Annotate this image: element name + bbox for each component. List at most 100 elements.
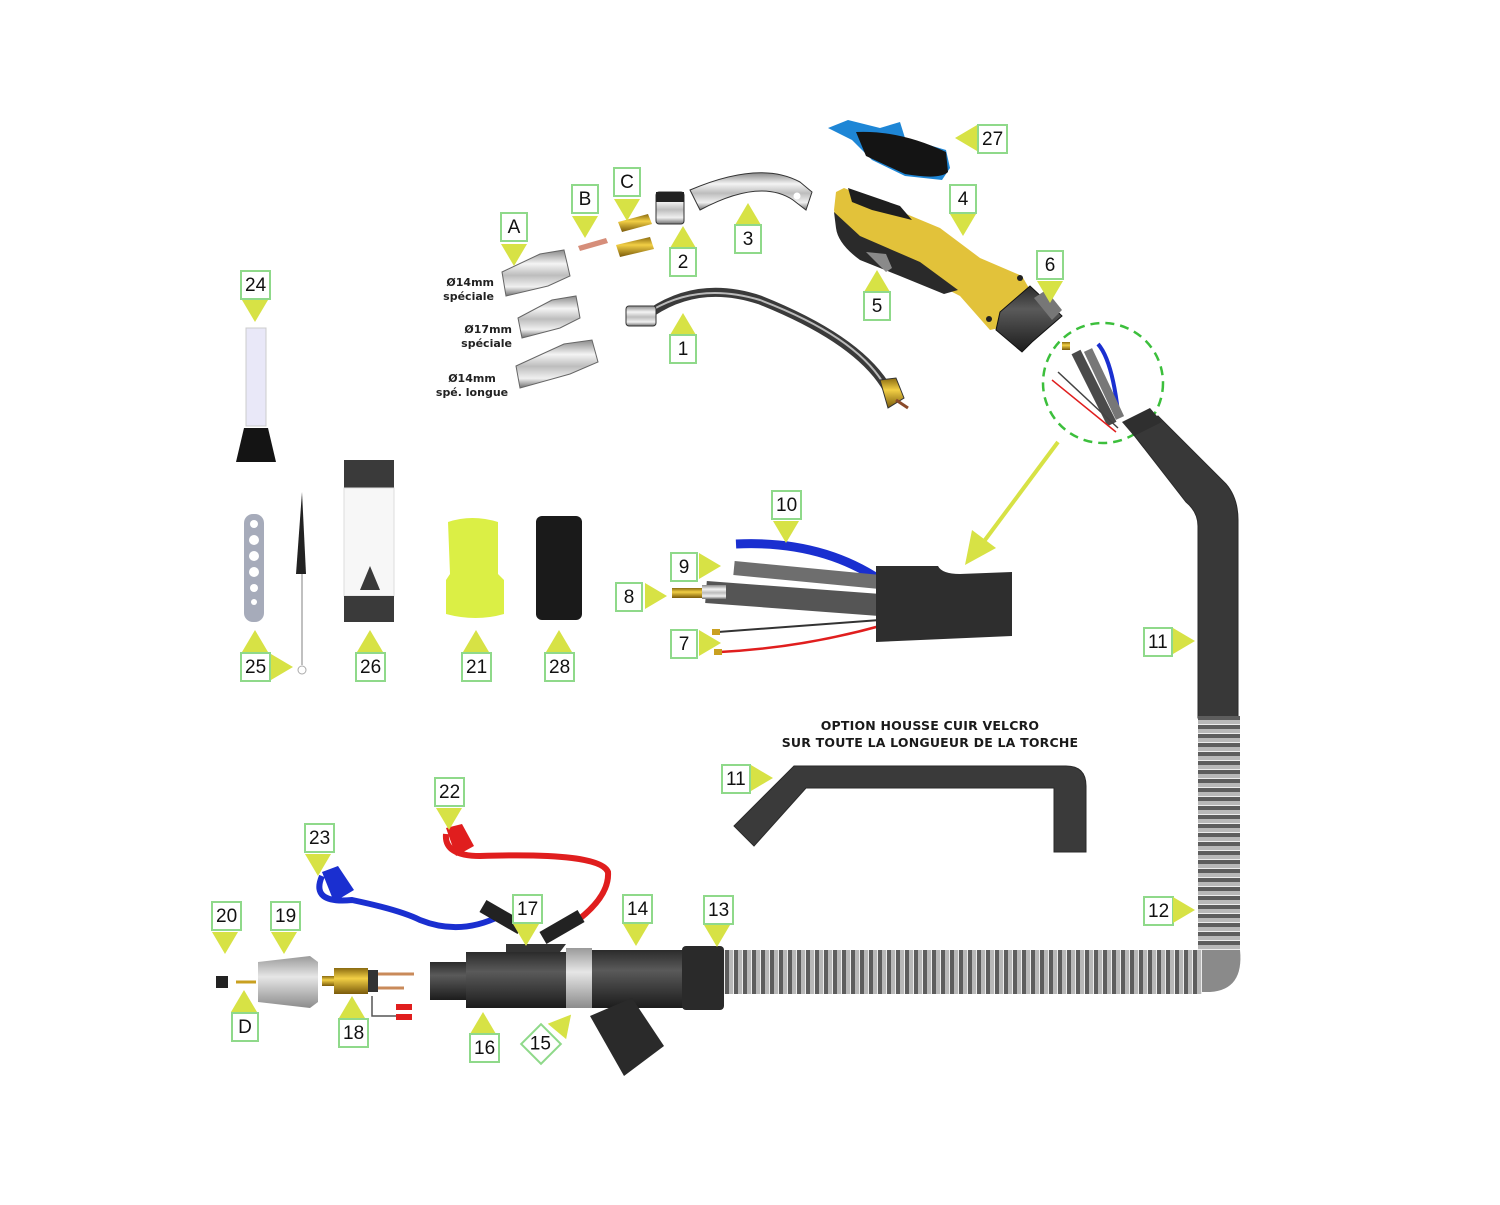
callout-27: 27 <box>977 124 1009 154</box>
callout-24: 24 <box>240 270 272 300</box>
pointer-11-option <box>751 765 773 791</box>
part-21-adapter <box>446 518 504 618</box>
part-20-cap <box>216 976 228 988</box>
callout-3: 3 <box>734 224 762 254</box>
callout-2: 2 <box>669 247 697 277</box>
part-19-knurled-nut <box>258 956 318 1008</box>
pointer-21 <box>463 630 489 652</box>
pointer-20 <box>212 932 238 954</box>
pointer-2 <box>670 226 696 248</box>
detail-zoom-circle <box>1041 321 1165 445</box>
pointer-6 <box>1037 281 1063 303</box>
detail-arrow <box>965 440 1060 565</box>
pointer-5 <box>864 270 890 292</box>
callout-18: 18 <box>338 1018 370 1048</box>
pointer-1 <box>670 313 696 335</box>
callout-b: B <box>571 184 599 214</box>
callout-7: 7 <box>670 629 698 659</box>
part-a-nozzles <box>501 249 599 389</box>
pointer-d <box>231 990 257 1012</box>
part-3-swan-neck <box>689 172 813 211</box>
pointer-17 <box>513 924 539 946</box>
callout-10: 10 <box>771 490 803 520</box>
part-23-gas-hose-blue <box>316 866 525 935</box>
callout-22: 22 <box>434 777 466 807</box>
pointer-22 <box>436 808 462 830</box>
pointer-23 <box>305 854 331 876</box>
callout-25: 25 <box>240 652 272 682</box>
part-2-insulator <box>655 191 685 225</box>
pointer-16 <box>470 1012 496 1034</box>
callout-21: 21 <box>461 652 493 682</box>
pointer-a <box>501 244 527 266</box>
nozzle-caption-2: Ø17mm spéciale <box>430 323 512 351</box>
cable-bundle-end <box>1051 342 1125 433</box>
callout-c: C <box>613 167 641 197</box>
callout-11-sleeve: 11 <box>1143 627 1173 657</box>
callout-26: 26 <box>355 652 387 682</box>
part-12-corrugated-hose <box>722 716 1241 994</box>
nozzle-caption-1-type: spéciale <box>443 289 494 303</box>
nozzle-caption-1-size: Ø14mm <box>446 276 494 289</box>
part-24-gauge <box>236 327 276 462</box>
pointer-24 <box>242 300 268 322</box>
part-26-anti-spatter-tube <box>343 460 395 622</box>
part-14-main-body <box>566 948 684 1076</box>
callout-28: 28 <box>544 652 576 682</box>
callout-4: 4 <box>949 184 977 214</box>
part-11-leather-sleeve <box>1129 415 1239 719</box>
callout-9: 9 <box>670 552 698 582</box>
part-22-water-hose-red <box>442 824 612 945</box>
nozzle-caption-3-size: Ø14mm <box>448 372 496 385</box>
part-b-contact-tip <box>578 238 608 251</box>
part-4-handle <box>834 188 1030 330</box>
pointer-b <box>572 216 598 238</box>
nozzle-caption-2-type: spéciale <box>461 336 512 350</box>
pointer-11-sleeve <box>1173 628 1195 654</box>
option-note-line-1: OPTION HOUSSE CUIR VELCRO <box>820 718 1040 733</box>
pointer-3 <box>735 203 761 225</box>
nozzle-caption-3-type: spé. longue <box>435 385 509 399</box>
part-1-gooseneck-liner <box>625 287 909 410</box>
part-17-y-junction <box>506 944 566 952</box>
callout-13: 13 <box>703 895 735 925</box>
pointer-14 <box>623 924 649 946</box>
part-27-trigger-cover <box>828 120 950 180</box>
pointer-13 <box>704 925 730 947</box>
option-note-line-2: SUR TOUTE LA LONGUEUR DE LA TORCHE <box>781 734 1079 750</box>
pointer-18 <box>339 996 365 1018</box>
callout-16: 16 <box>469 1033 501 1063</box>
part-25-spanner-and-brush <box>244 492 307 675</box>
callout-19: 19 <box>270 901 302 931</box>
pointer-19 <box>271 932 297 954</box>
pointer-25-brush <box>271 654 293 680</box>
callout-6: 6 <box>1036 250 1064 280</box>
callout-12: 12 <box>1143 896 1175 926</box>
part-5-trigger <box>866 252 892 272</box>
pointer-7 <box>699 630 721 656</box>
pointer-c <box>614 199 640 221</box>
part-16-body <box>430 952 570 1008</box>
pointer-8 <box>645 583 667 609</box>
callout-8: 8 <box>615 582 643 612</box>
pointer-26 <box>357 630 383 652</box>
pointer-12 <box>1173 897 1195 923</box>
nozzle-caption-2-size: Ø17mm <box>464 323 512 336</box>
callout-15-text: 15 <box>530 1033 552 1055</box>
callout-20: 20 <box>211 901 243 931</box>
callout-1: 1 <box>669 334 697 364</box>
pointer-4 <box>950 214 976 236</box>
part-c-tip-holders <box>616 214 654 257</box>
pointer-10 <box>773 521 799 543</box>
part-28-sleeve <box>536 516 582 620</box>
callout-d: D <box>231 1012 259 1042</box>
part-13-hose-ferrule <box>682 946 724 1010</box>
pointer-9 <box>699 553 721 579</box>
nozzle-caption-3: Ø14mm spé. longue <box>430 372 514 400</box>
option-note: OPTION HOUSSE CUIR VELCRO SUR TOUTE LA L… <box>760 718 1100 752</box>
pointer-25 <box>242 630 268 652</box>
option-leather-sleeve <box>733 765 1087 853</box>
harness-detail <box>672 539 1012 655</box>
